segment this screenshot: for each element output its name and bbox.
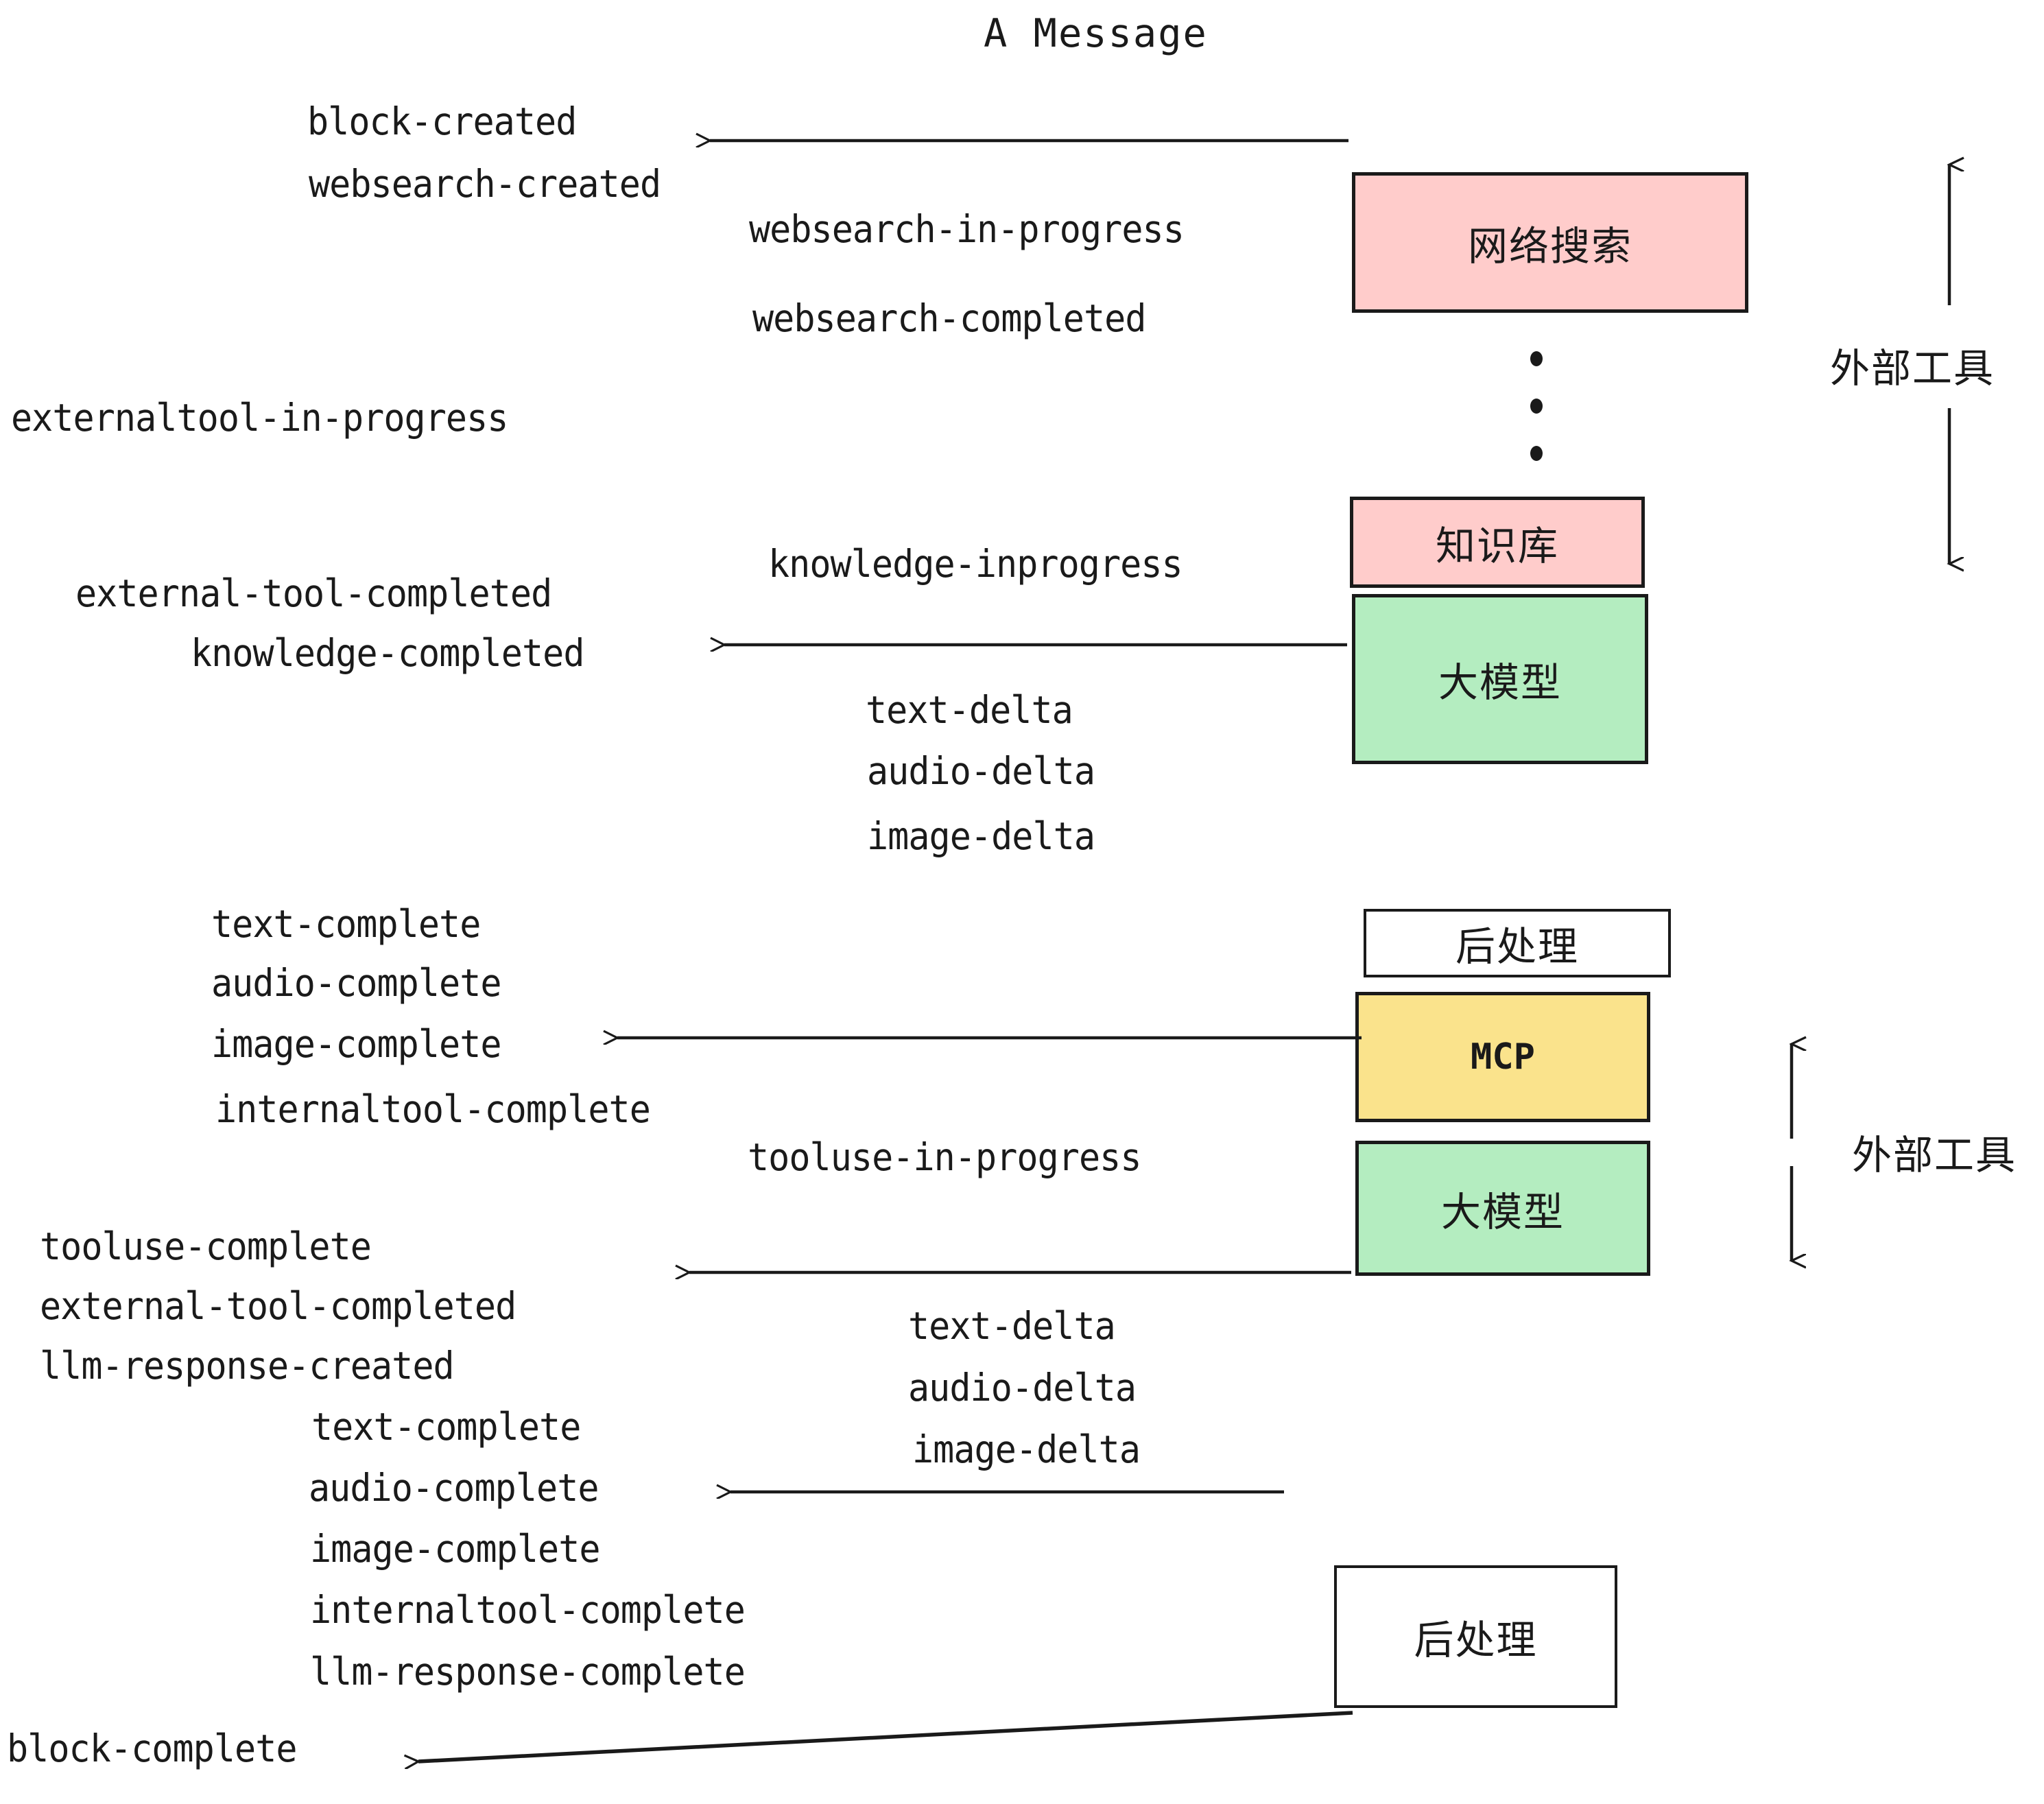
event-label-tooluse-in-progress: tooluse-in-progress [748,1135,1141,1179]
event-label-llm-response-created: llm-response-created [40,1344,455,1388]
component-box-label: 后处理 [1455,923,1579,970]
component-box-postprocess-1[interactable]: 后处理 [1364,909,1671,977]
vertical-ellipsis-dots [1530,351,1543,461]
event-label-websearch-in-progress: websearch-in-progress [749,207,1185,251]
event-label-audio-delta-2: audio-delta [908,1366,1137,1410]
event-label-knowledge-completed: knowledge-completed [191,631,584,675]
ellipsis-dot [1530,351,1543,366]
event-label-text-complete-1: text-complete [211,902,481,946]
ellipsis-dot [1530,399,1543,414]
event-label-websearch-created: websearch-created [309,162,661,206]
side-label-external-tools-top: 外部工具 [1830,345,1995,392]
component-box-websearch[interactable]: 网络搜索 [1352,172,1748,313]
component-box-label: MCP [1471,1036,1535,1078]
component-box-mcp[interactable]: MCP [1355,992,1650,1122]
event-label-image-delta-2: image-delta [912,1427,1141,1471]
ellipsis-dot [1530,446,1543,461]
event-label-text-complete-2: text-complete [311,1405,581,1449]
event-label-knowledge-inprogress: knowledge-inprogress [768,542,1183,586]
event-label-audio-complete-1: audio-complete [211,961,502,1005]
event-label-internaltool-complete-1: internaltool-complete [215,1087,651,1131]
event-label-internaltool-complete-2: internaltool-complete [310,1588,746,1632]
event-label-external-tool-completed-1: external-tool-completed [75,571,552,615]
page-title: A Message [984,11,1208,56]
event-label-image-complete-1: image-complete [211,1022,502,1066]
event-label-tooluse-complete: tooluse-complete [40,1224,372,1268]
component-box-label: 知识库 [1435,522,1559,569]
component-box-label: 网络搜索 [1467,222,1632,270]
component-box-postprocess-2[interactable]: 后处理 [1334,1565,1617,1708]
event-label-llm-response-complete: llm-response-complete [310,1650,746,1694]
component-box-label: 后处理 [1414,1617,1538,1663]
event-label-external-tool-completed-2: external-tool-completed [40,1284,516,1328]
event-label-image-complete-2: image-complete [310,1527,601,1571]
component-box-llm-2[interactable]: 大模型 [1355,1141,1650,1276]
event-label-audio-complete-2: audio-complete [309,1466,599,1510]
component-box-label: 大模型 [1440,1188,1565,1235]
event-label-block-complete: block-complete [7,1726,298,1770]
component-box-label: 大模型 [1438,659,1562,706]
event-label-block-created: block-created [307,99,577,143]
event-label-audio-delta-1: audio-delta [867,749,1095,793]
event-label-text-delta-1: text-delta [866,688,1073,732]
event-label-image-delta-1: image-delta [867,814,1095,858]
side-label-external-tools-bottom: 外部工具 [1852,1132,2017,1178]
arrow-postprocess2-to-block-complete [418,1711,1353,1761]
component-box-knowledgebase[interactable]: 知识库 [1350,497,1645,588]
component-box-llm-1[interactable]: 大模型 [1352,594,1648,764]
event-label-externaltool-in-progress: externaltool-in-progress [11,396,508,440]
event-label-websearch-completed: websearch-completed [752,296,1146,340]
event-label-text-delta-2: text-delta [908,1304,1116,1348]
